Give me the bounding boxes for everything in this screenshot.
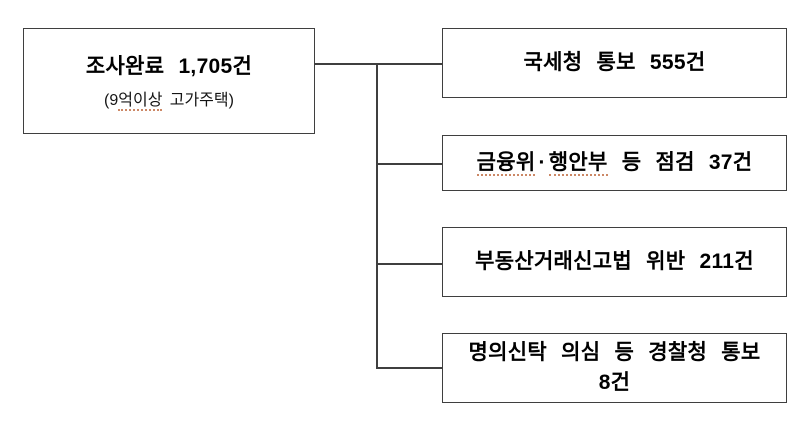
branch-box-reporting-act-violation: 부동산거래신고법 위반 211건 (442, 227, 787, 297)
connector-branch-4 (377, 367, 443, 369)
root-box-title: 조사완료 1,705건 (85, 55, 253, 79)
connector-root-to-trunk (314, 63, 443, 65)
branch-4-label-line1: 명의신탁 의심 등 경찰청 통보 (468, 341, 761, 365)
branch-box-fsc-mois-inspection: 금융위·행안부 등 점검 37건 (442, 135, 787, 191)
branch-box-nts-notification: 국세청 통보 555건 (442, 28, 787, 98)
branch-box-police-notification: 명의신탁 의심 등 경찰청 통보 8건 (442, 333, 787, 403)
branch-3-label: 부동산거래신고법 위반 211건 (475, 250, 754, 274)
branch-4-label-line2: 8건 (598, 371, 631, 394)
root-box-subtitle: (9억이상 고가주택) (104, 86, 234, 111)
connector-branch-2 (377, 163, 443, 165)
branch-2-part-fsc: 금융위 (476, 151, 536, 177)
branch-2-label: 금융위·행안부 등 점검 37건 (476, 148, 753, 178)
branch-2-middle-dot: · (538, 151, 546, 175)
connector-branch-3 (377, 263, 443, 265)
subtitle-spellcheck-squiggle: 억이상 (118, 91, 163, 111)
subtitle-suffix: 고가주택) (162, 91, 234, 109)
root-box-survey-completed: 조사완료 1,705건 (9억이상 고가주택) (23, 28, 315, 134)
branch-2-part-rest: 등 점검 37건 (607, 151, 753, 175)
branch-2-part-mois: 행안부 (548, 151, 608, 177)
connector-trunk-vertical (376, 63, 378, 369)
branch-1-label: 국세청 통보 555건 (523, 51, 706, 75)
subtitle-prefix: (9 (104, 91, 119, 109)
